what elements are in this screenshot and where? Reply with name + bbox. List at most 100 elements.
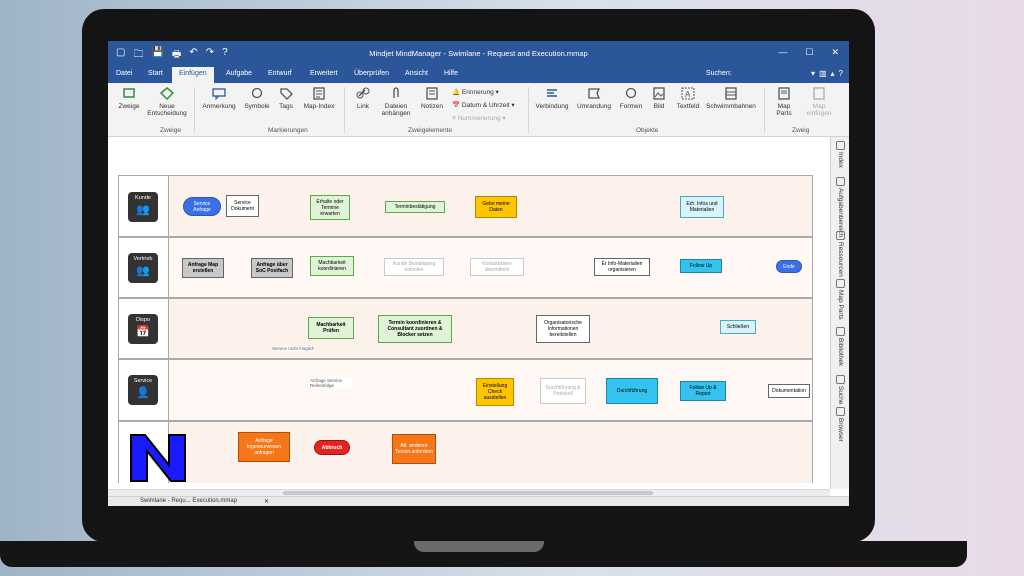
link-button[interactable]: Link (352, 87, 374, 110)
maximize-button[interactable]: ☐ (805, 47, 814, 57)
group-separator (764, 87, 765, 133)
tab-ansicht[interactable]: Ansicht (405, 70, 428, 77)
tab-aufgabe[interactable]: Aufgabe (226, 70, 253, 77)
search-icon (836, 375, 845, 384)
help-icon[interactable]: ? (222, 47, 228, 58)
symbole-button[interactable]: Symbole (242, 87, 272, 110)
central-topic[interactable]: Service Prozess (428, 183, 512, 207)
tags-button[interactable]: Tags (274, 87, 298, 110)
anmerkung-button[interactable]: Anmerkung (200, 87, 238, 110)
window-controls: — ☐ ✕ (778, 47, 839, 58)
boundary-icon (588, 88, 601, 99)
map-parts-button[interactable]: Map Parts (770, 87, 798, 117)
new-icon[interactable]: ▢ (116, 47, 126, 58)
task-pane-sidebar: Index Aufgabenbereich Ressourcen Map Par… (830, 137, 849, 489)
group-label-zweig: Zweig (792, 127, 810, 134)
dateien-anhaengen-button[interactable]: Dateien anhängen (378, 87, 414, 117)
umrandung-button[interactable]: Umrandung (574, 87, 614, 110)
attachment-icon (393, 87, 399, 98)
image-icon (653, 87, 665, 100)
close-button[interactable]: ✕ (831, 47, 839, 57)
tab-einfuegen[interactable]: Einfügen (172, 67, 214, 83)
topic-icon (123, 88, 135, 98)
collapse-ribbon-icon[interactable]: ▴ (830, 69, 835, 78)
link-icon (356, 87, 370, 99)
neue-entscheidung-button[interactable]: Neue Entscheidung (144, 87, 190, 117)
quick-access-toolbar: ▢ 🗀 💾 🖶 ↶ ↷ ? (116, 47, 228, 64)
ribbon: Zweige Neue Entscheidung Zweige Anmerkun… (108, 83, 849, 137)
textbox-icon: A (681, 87, 695, 100)
group-label-markierungen: Markierungen (268, 127, 308, 134)
print-icon[interactable]: 🖶 (171, 49, 182, 60)
group-label-zweige: Zweige (160, 127, 181, 134)
tab-hilfe[interactable]: Hilfe (444, 70, 459, 77)
tab-erweitert[interactable]: Erweitert (310, 70, 338, 77)
browser-icon (836, 407, 845, 416)
connection-icon (547, 89, 557, 97)
scroll-thumb[interactable] (283, 491, 653, 495)
sidebar-item-ressourcen[interactable]: Ressourcen (831, 231, 849, 279)
zweige-button[interactable]: Zweige (116, 87, 142, 110)
task-pane-icon (836, 177, 845, 186)
ribbon-right-controls: ▾ ▥ ▴ ? (811, 69, 843, 78)
ribbon-tabs: Datei Start Einfügen Aufgabe Entwurf Erw… (108, 66, 849, 83)
group-label-zweigelemente: Zweigelemente (408, 127, 453, 134)
undo-icon[interactable]: ↶ (189, 47, 198, 58)
dropdown-icon[interactable]: ▾ (810, 69, 815, 78)
nummerierung-button[interactable]: ≡ Nummerierung ▾ (452, 115, 506, 122)
group-label-objekte: Objekte (636, 127, 659, 134)
laptop-notch (414, 541, 544, 552)
map-einfuegen-button[interactable]: Map einfügen (802, 87, 836, 117)
swimlanes-icon (725, 87, 737, 100)
bild-button[interactable]: Bild (648, 87, 670, 110)
horizontal-scrollbar[interactable] (108, 489, 830, 496)
svg-text:A: A (685, 90, 691, 99)
erinnerung-button[interactable]: 🔔 Erinnerung ▾ (452, 89, 499, 96)
index-icon (836, 141, 845, 150)
map-canvas[interactable]: Service Prozess (108, 137, 830, 489)
notes-icon (426, 87, 438, 100)
close-tab-icon[interactable]: ✕ (264, 499, 270, 505)
document-tabs-bar: Swimlane - Requ... Execution.mmap ✕ (108, 496, 849, 506)
display-options-icon[interactable]: ▥ (818, 69, 827, 78)
map-index-button[interactable]: Map-Index (302, 87, 336, 110)
textfeld-button[interactable]: A Textfeld (674, 87, 702, 110)
schwimmbahnen-button[interactable]: Schwimmbahnen (706, 87, 756, 110)
tab-ueberpruefen[interactable]: Überprüfen (354, 70, 390, 77)
resources-icon (836, 231, 845, 240)
callout-icon (212, 88, 226, 100)
verbindung-button[interactable]: Verbindung (532, 87, 572, 110)
redo-icon[interactable]: ↷ (205, 47, 215, 58)
group-separator (344, 87, 345, 133)
decision-icon (160, 87, 174, 100)
sidebar-item-aufgabenbereich[interactable]: Aufgabenbereich (831, 177, 849, 239)
minimize-button[interactable]: — (778, 47, 788, 57)
notizen-button[interactable]: Notizen (418, 87, 446, 110)
map-parts-icon (778, 87, 790, 100)
datum-uhrzeit-button[interactable]: 📅 Datum & Uhrzeit ▾ (452, 102, 515, 109)
open-icon[interactable]: 🗀 (133, 49, 144, 60)
save-icon[interactable]: 💾 (151, 47, 164, 58)
sidebar-item-map-parts[interactable]: Map Parts (831, 279, 849, 322)
tab-datei[interactable]: Datei (116, 70, 133, 77)
tab-entwurf[interactable]: Entwurf (268, 70, 292, 77)
insert-map-icon (813, 87, 825, 100)
formen-button[interactable]: Formen (616, 87, 646, 110)
tab-start[interactable]: Start (148, 70, 163, 77)
library-icon (836, 327, 845, 336)
shapes-icon (625, 87, 637, 99)
sidebar-item-bibliothek[interactable]: Bibliothek (831, 327, 849, 368)
index-icon (313, 87, 325, 100)
sidebar-item-browser[interactable]: Browser (831, 407, 849, 444)
app-window: ▢ 🗀 💾 🖶 ↶ ↷ ? Mindjet MindManager - Swim… (108, 41, 849, 506)
search-label: Suchen: (706, 70, 732, 77)
group-separator (528, 87, 529, 133)
symbols-icon (251, 87, 263, 99)
tag-icon (280, 88, 293, 100)
ribbon-help-icon[interactable]: ? (838, 69, 843, 78)
document-tab[interactable]: Swimlane - Requ... Execution.mmap (140, 498, 238, 504)
title-bar: ▢ 🗀 💾 🖶 ↶ ↷ ? Mindjet MindManager - Swim… (108, 41, 849, 66)
sidebar-item-suche[interactable]: Suche (831, 375, 849, 406)
sidebar-item-index[interactable]: Index (831, 141, 849, 170)
window-title: Mindjet MindManager - Swimlane - Request… (369, 49, 588, 58)
